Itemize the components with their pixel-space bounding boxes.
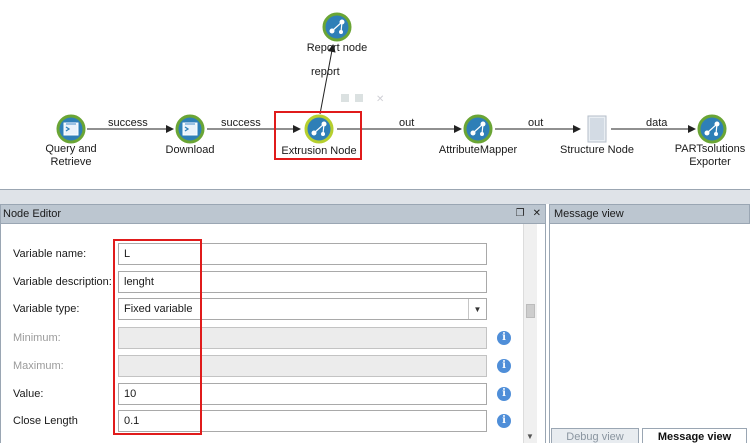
- edge-label-success-1: success: [108, 117, 148, 129]
- variable-type-value: Fixed variable: [124, 303, 193, 315]
- node-query-and-retrieve[interactable]: [56, 114, 86, 144]
- form-values-highlight: [113, 239, 202, 435]
- tab-message-view[interactable]: Message view: [642, 428, 747, 443]
- node-label-attributemapper: AttributeMapper: [438, 144, 518, 156]
- node-editor-panel: Variable name: L Variable description: l…: [0, 224, 546, 443]
- field-maximum: Maximum: i: [1, 355, 547, 379]
- node-editor-header[interactable]: Node Editor ❐ ✕: [0, 204, 546, 224]
- node-attributemapper[interactable]: [463, 114, 493, 144]
- scrollbar-thumb[interactable]: [526, 304, 535, 318]
- field-close-length: Close Length 0.1 i: [1, 410, 547, 434]
- node-label-download: Download: [165, 144, 215, 156]
- tab-debug-view[interactable]: Debug view: [551, 428, 639, 443]
- structure-node-icon: [587, 115, 607, 143]
- message-view-header[interactable]: Message view: [549, 204, 750, 224]
- node-label-query-and-retrieve: Query and Retrieve: [45, 143, 97, 168]
- field-minimum: Minimum: i: [1, 327, 547, 351]
- workflow-connections: ✕: [87, 44, 696, 133]
- node-download[interactable]: [175, 114, 205, 144]
- minimum-input: [118, 327, 487, 349]
- message-view-title: Message view: [554, 208, 624, 220]
- workflow-canvas[interactable]: ✕ Report node Query and Retrieve Downloa…: [0, 0, 750, 190]
- field-label: Variable type:: [13, 303, 80, 315]
- node-label-report: Report node: [306, 42, 368, 54]
- node-label-extrusion: Extrusion Node: [281, 145, 357, 157]
- close-length-input[interactable]: 0.1: [118, 410, 487, 432]
- field-label: Maximum:: [13, 360, 64, 372]
- edge-label-success-2: success: [221, 117, 261, 129]
- close-icon[interactable]: ✕: [532, 208, 541, 219]
- workflow-node-icon: [322, 12, 352, 42]
- workflow-node-icon: [463, 114, 493, 144]
- field-value: Value: 10 i: [1, 383, 547, 407]
- field-label: Minimum:: [13, 332, 61, 344]
- svg-text:✕: ✕: [376, 94, 384, 105]
- variable-name-input[interactable]: L: [118, 243, 487, 265]
- edge-line-extrusion-report: [319, 44, 336, 115]
- info-icon[interactable]: i: [497, 359, 511, 373]
- node-label-structure: Structure Node: [560, 144, 634, 156]
- edge-label-out-2: out: [528, 117, 544, 129]
- message-view-panel: [549, 224, 750, 443]
- field-variable-type: Variable type: Fixed variable ▼: [1, 298, 547, 322]
- field-label: Variable description:: [13, 276, 112, 288]
- field-label: Variable name:: [13, 248, 87, 260]
- info-icon[interactable]: i: [497, 331, 511, 345]
- value-input[interactable]: 10: [118, 383, 487, 405]
- extrusion-node-highlight: [274, 111, 362, 160]
- restore-icon[interactable]: ❐: [515, 208, 525, 219]
- workflow-node-icon: [304, 114, 334, 144]
- edge-label-report: report: [311, 66, 340, 78]
- node-handles[interactable]: ✕: [341, 94, 384, 105]
- workflow-node-icon: [697, 114, 727, 144]
- field-variable-name: Variable name: L: [1, 243, 547, 267]
- node-structure[interactable]: [582, 114, 612, 144]
- field-label: Close Length: [13, 415, 78, 427]
- workflow-node-icon: [175, 114, 205, 144]
- workflow-node-icon: [56, 114, 86, 144]
- scroll-down-icon[interactable]: ▼: [526, 432, 534, 441]
- panel-separator: [0, 190, 750, 204]
- node-label-partsolutions: PARTsolutions Exporter: [674, 143, 746, 168]
- edge-label-out-1: out: [399, 117, 415, 129]
- edge-label-data: data: [646, 117, 668, 129]
- node-report[interactable]: [322, 12, 352, 42]
- info-icon[interactable]: i: [497, 414, 511, 428]
- info-icon[interactable]: i: [497, 387, 511, 401]
- field-variable-description: Variable description: lenght: [1, 271, 547, 295]
- maximum-input: [118, 355, 487, 377]
- node-editor-scrollbar[interactable]: ▼: [523, 224, 537, 443]
- field-label: Value:: [13, 388, 44, 400]
- variable-description-input[interactable]: lenght: [118, 271, 487, 293]
- node-editor-title: Node Editor: [3, 208, 62, 220]
- node-extrusion[interactable]: [304, 114, 334, 144]
- variable-type-select[interactable]: Fixed variable ▼: [118, 298, 487, 320]
- chevron-down-icon[interactable]: ▼: [468, 299, 486, 319]
- node-partsolutions-exporter[interactable]: [697, 114, 727, 144]
